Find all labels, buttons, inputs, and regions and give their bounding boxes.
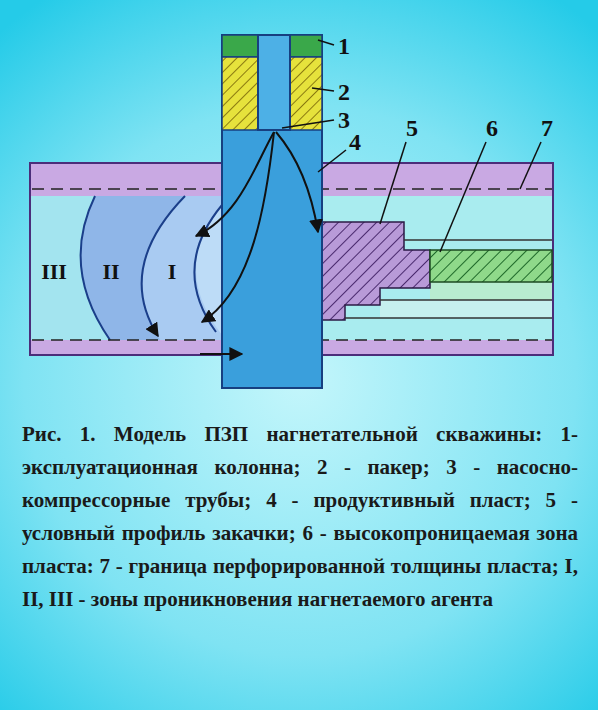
leader-line [318, 40, 334, 45]
callout-number: 1 [338, 34, 350, 58]
zone-two [81, 196, 222, 340]
callout-number: 6 [486, 116, 498, 140]
callout-number: 4 [349, 130, 361, 154]
flow-arrow [196, 132, 274, 236]
flow-arrow [200, 353, 242, 355]
callout-number: 7 [541, 116, 553, 140]
layer-line [404, 239, 552, 241]
high-permeability-zone [430, 250, 552, 282]
flow-arrow [202, 132, 274, 322]
layer-line [380, 299, 552, 301]
zone-one [142, 196, 222, 340]
callout-number: 5 [406, 116, 418, 140]
callout-number: 3 [338, 108, 350, 132]
layer-strip [380, 300, 552, 318]
injection-profile [322, 222, 430, 320]
leader-line [440, 142, 486, 252]
tubing [258, 35, 290, 130]
callout-number: 2 [338, 80, 350, 104]
leader-line [318, 150, 346, 172]
packer [290, 57, 322, 130]
zone-boundary [142, 196, 185, 336]
zone-label: III [41, 261, 67, 283]
zone-boundary [194, 205, 222, 332]
zone-label: II [102, 261, 119, 283]
leader-line [312, 88, 334, 91]
production-casing [222, 35, 322, 388]
layer-strip [430, 282, 552, 300]
casing-top [290, 35, 322, 57]
zone-label: I [168, 261, 177, 283]
figure-caption: Рис. 1. Модель ПЗП нагнетательной скважи… [22, 418, 578, 616]
casing-top [222, 35, 258, 57]
layer-line [345, 317, 552, 319]
leader-line [282, 120, 334, 128]
leader-line [520, 142, 541, 189]
flow-arrow [276, 132, 318, 232]
zone-three [31, 196, 222, 340]
packer [222, 57, 258, 130]
leader-line [380, 142, 406, 224]
